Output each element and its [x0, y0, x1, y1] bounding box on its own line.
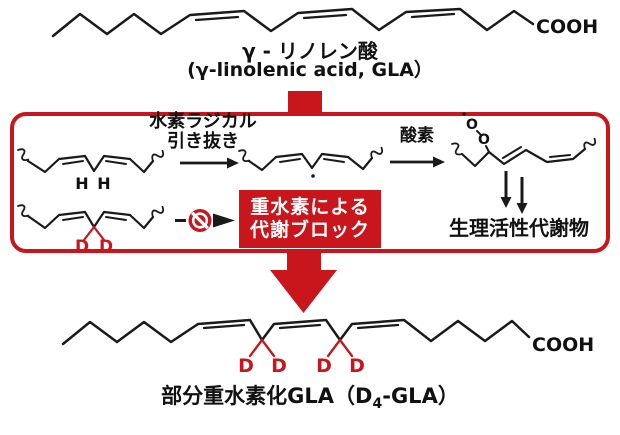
c-o-bond [485, 145, 490, 153]
gla-structure: COOH [51, 7, 598, 38]
o-atom-label: O [478, 132, 490, 148]
molecule-name-japanese: γ - リノレン酸 [242, 39, 378, 63]
h-abstraction-line1: 水素ラジカル [149, 111, 257, 132]
arrow-head-icon [433, 156, 445, 168]
gla-skeleton [51, 7, 535, 38]
metabolic-block-line1: 重水素による [250, 196, 370, 218]
down-arrow-head-icon [500, 197, 512, 208]
double-bond-inner-lines [502, 146, 571, 159]
arrow-head-icon [227, 157, 239, 169]
d-atom-label: D [238, 355, 254, 377]
big-arrow-head [270, 270, 337, 313]
double-bond-inner-lines [279, 158, 345, 163]
fragment-hh: H H [14, 146, 167, 193]
squiggle-icon [14, 146, 32, 164]
fragment-peroxyl-skeleton [460, 147, 587, 168]
molecule-name-english: (γ-linolenic acid, GLA） [187, 59, 433, 81]
blocked-arrow [175, 209, 235, 232]
radical-dot-icon [462, 112, 466, 116]
double-bond-inner-lines [202, 323, 400, 330]
d4-gla-skeleton [61, 318, 531, 346]
fragment-dd-skeleton [26, 210, 155, 230]
oxygen-label: 酸素 [400, 126, 434, 146]
double-bond-inner-lines [62, 216, 127, 221]
arrow-head-icon [213, 213, 235, 228]
reaction-arrow-1 [180, 157, 239, 169]
c-d-bonds [248, 338, 354, 358]
fragment-radical [235, 144, 386, 178]
double-bond-inner-lines [62, 160, 127, 165]
fragment-hh-skeleton [26, 154, 155, 174]
metabolites-label: 生理活性代謝物 [449, 216, 589, 240]
big-down-arrow [270, 250, 337, 313]
cooh-label-top: COOH [536, 16, 598, 38]
fragment-peroxyl: O O [448, 112, 599, 168]
caption-suffix: -GLA） [382, 384, 459, 408]
o-o-bond [476, 130, 481, 135]
h-abstraction-label: 水素ラジカル 引き抜き [118, 112, 288, 152]
cooh-label-bottom: COOH [532, 334, 594, 356]
fragment-radical-skeleton [247, 152, 374, 172]
radical-dot-icon [311, 174, 315, 178]
caption-subscript: 4 [372, 396, 383, 413]
h-abstraction-line2: 引き抜き [167, 131, 239, 152]
c-d-bonds [82, 225, 106, 242]
d-atom-label: D [271, 355, 287, 377]
reaction-arrow-2 [390, 156, 445, 168]
fragment-dd: D D [14, 202, 167, 257]
double-bond-inner-lines [194, 12, 456, 22]
d4-gla-structure: D D D D COOH [61, 318, 594, 377]
d-atom-label: D [349, 355, 365, 377]
o-atom-label: O [466, 117, 478, 133]
big-arrow-stem [287, 250, 321, 272]
d-atom-label: D [99, 237, 113, 257]
metabolite-arrows [500, 171, 528, 214]
d4-gla-caption: 部分重水素化GLA（D4-GLA） [0, 384, 620, 416]
metabolic-block-line2: 代謝ブロック [249, 219, 370, 241]
metabolic-block-box: 重水素による 代謝ブロック [239, 190, 381, 248]
down-arrow-head-icon [516, 203, 528, 214]
h-atom-label: H [97, 174, 110, 193]
d-atom-label: D [75, 237, 89, 257]
d-atom-label: D [316, 355, 332, 377]
no-entry-icon [188, 209, 212, 232]
caption-prefix: 部分重水素化GLA（D [161, 384, 373, 408]
h-atom-label: H [75, 174, 88, 193]
red-connector-stub [288, 91, 322, 114]
